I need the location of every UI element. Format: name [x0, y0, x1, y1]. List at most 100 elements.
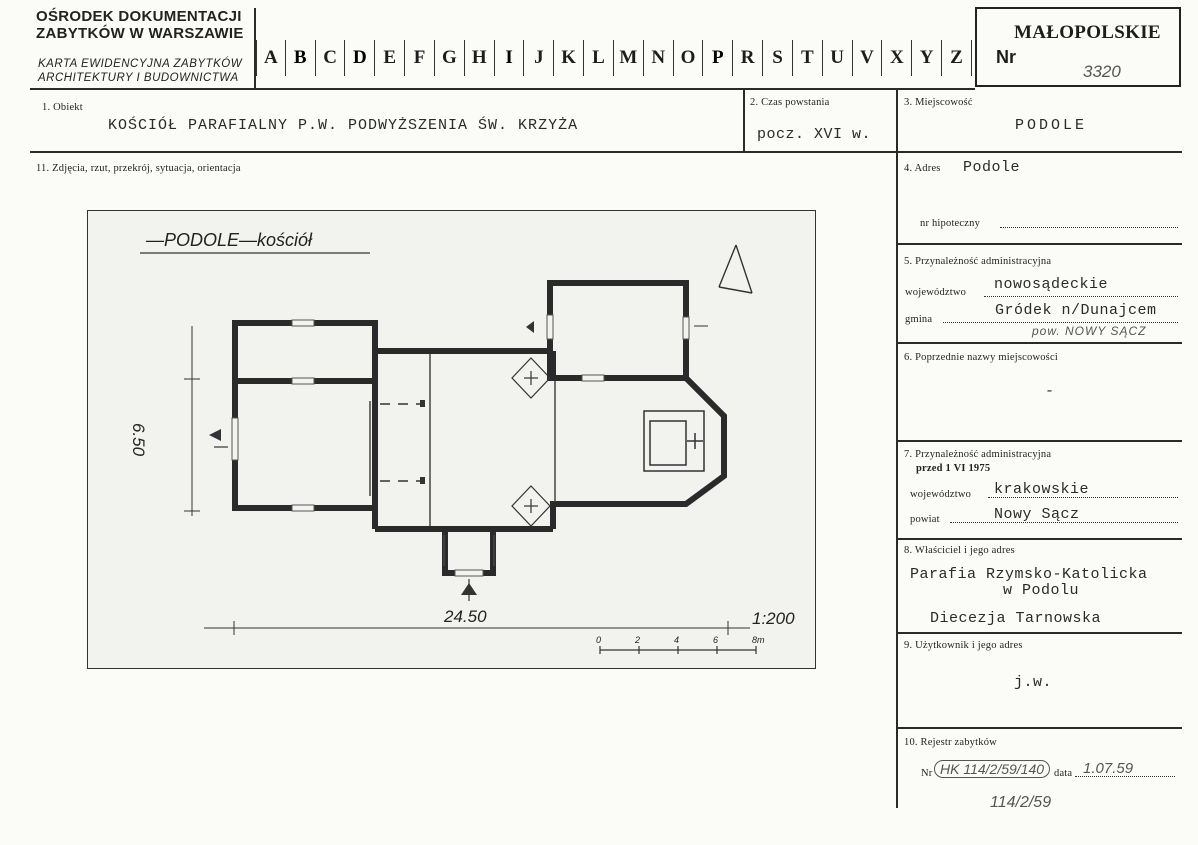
card-type-line2: ARCHITEKTURY I BUDOWNICTWA: [38, 72, 239, 84]
alphabet-letter-n: N: [644, 40, 674, 76]
field-wlasciciel-line2: w Podolu: [1003, 582, 1080, 599]
institution-name-line1: OŚRODEK DOKUMENTACJI: [36, 8, 242, 25]
region-nr-label: Nr: [996, 47, 1017, 67]
field-wlasciciel-line3: Diecezja Tarnowska: [930, 610, 1102, 627]
alphabet-letter-e: E: [375, 40, 406, 76]
divider: [30, 151, 1182, 153]
alphabet-letter-b: B: [286, 40, 316, 76]
field-rejestr-label: 10. Rejestr zabytków: [904, 737, 997, 748]
divider: [896, 440, 1182, 442]
divider: [743, 88, 745, 151]
alphabet-letter-a: A: [256, 40, 286, 76]
dotted-line: [1075, 776, 1175, 777]
alphabet-letter-l: L: [584, 40, 614, 76]
field-poprzednie-label: 6. Poprzednie nazwy miejscowości: [904, 352, 1058, 363]
field-wojewodztwo-label: województwo: [905, 287, 967, 298]
scale-tick-label: 8m: [752, 635, 765, 645]
divider: [896, 88, 898, 808]
alphabet-letter-t: T: [793, 40, 823, 76]
field-czas-value: pocz. XVI w.: [757, 126, 872, 143]
region-nr-value: 3320: [1083, 62, 1121, 81]
field-gmina-note: pow. NOWY SĄCZ: [1032, 324, 1147, 338]
field-miejscowosc-label: 3. Miejscowość: [904, 97, 973, 108]
field-gmina-value: Gródek n/Dunajcem: [995, 302, 1157, 319]
field-powiat-value: Nowy Sącz: [994, 506, 1080, 523]
region-name: MAŁOPOLSKIE: [1014, 22, 1161, 43]
field-rejestr-data-value: 1.07.59: [1083, 760, 1134, 777]
field-miejscowosc-value: PODOLE: [1015, 117, 1088, 134]
alphabet-letter-v: V: [853, 40, 883, 76]
width-dimension: 6.50: [129, 423, 148, 457]
alphabet-letter-c: C: [316, 40, 346, 76]
alphabet-letter-r: R: [733, 40, 764, 76]
dotted-line: [1000, 227, 1178, 228]
scale-tick-label: 6: [713, 635, 719, 645]
alphabet-letter-g: G: [435, 40, 465, 76]
dotted-line: [988, 497, 1178, 498]
field-poprzednie-value: -: [1045, 383, 1055, 400]
alphabet-letter-i: I: [495, 40, 525, 76]
alphabet-letter-s: S: [763, 40, 793, 76]
field-rejestr-data-label: data: [1054, 768, 1073, 779]
floor-plan-drawing: [140, 244, 757, 654]
field-wlasciciel-label: 8. Właściciel i jego adres: [904, 545, 1015, 556]
alphabet-letter-o: O: [674, 40, 704, 76]
alphabet-letter-f: F: [405, 40, 435, 76]
institution-name-line2: ZABYTKÓW W WARSZAWIE: [36, 25, 244, 42]
alphabet-letter-u: U: [823, 40, 853, 76]
field-obiekt-value: KOŚCIÓŁ PARAFIALNY P.W. PODWYŻSZENIA ŚW.…: [108, 117, 579, 134]
dotted-line: [943, 322, 1178, 323]
length-dimension: 24.50: [444, 607, 487, 626]
field-wojewodztwo-old-value: krakowskie: [994, 481, 1090, 498]
scale-tick-label: 4: [674, 635, 680, 645]
field-adres-label: 4. Adres: [904, 163, 941, 174]
divider: [896, 342, 1182, 344]
alphabet-letter-h: H: [465, 40, 495, 76]
alphabet-letter-p: P: [703, 40, 734, 76]
card-type-line1: KARTA EWIDENCYJNA ZABYTKÓW: [38, 58, 243, 70]
scale-tick-label: 2: [635, 635, 641, 645]
scale-tick-label: 0: [596, 635, 602, 645]
divider: [896, 243, 1182, 245]
field-hipoteczny-label: nr hipoteczny: [920, 218, 981, 229]
dotted-line: [950, 522, 1178, 523]
field-rejestr-nr-label: Nr: [921, 768, 933, 779]
alphabet-letter-m: M: [614, 40, 644, 76]
field-zdjecia-label: 11. Zdjęcia, rzut, przekrój, sytuacja, o…: [36, 163, 241, 174]
field-adres-value: Podole: [963, 159, 1021, 176]
field-przynaleznosc-old-label: 7. Przynależność administracyjna: [904, 449, 1052, 460]
plan-title: —PODOLE—kościół: [146, 230, 313, 250]
north-arrow-icon: [718, 244, 753, 294]
divider: [896, 727, 1182, 729]
divider: [896, 538, 1182, 540]
field-czas-label: 2. Czas powstania: [750, 97, 830, 108]
alphabet-letter-k: K: [554, 40, 585, 76]
field-obiekt-label: 1. Obiekt: [42, 102, 83, 113]
scale-label: 1:200: [752, 609, 795, 628]
field-wojewodztwo-value: nowosądeckie: [994, 276, 1109, 293]
alphabet-letter-y: Y: [912, 40, 943, 76]
alphabet-letter-z: Z: [942, 40, 972, 76]
floor-plan-photo: —PODOLE—kościół: [87, 210, 816, 669]
field-uzytkownik-label: 9. Użytkownik i jego adres: [904, 640, 1023, 651]
alphabet-letter-j: J: [524, 40, 555, 76]
region-box: [975, 7, 1181, 87]
field-wlasciciel-line1: Parafia Rzymsko-Katolicka: [910, 566, 1148, 583]
scale-bar: [599, 646, 757, 654]
field-uzytkownik-value: j.w.: [1014, 674, 1053, 691]
field-gmina-label: gmina: [905, 314, 933, 325]
divider: [30, 88, 975, 90]
alphabet-letter-d: D: [345, 40, 376, 76]
field-powiat-label: powiat: [910, 514, 940, 525]
field-wojewodztwo-old-label: województwo: [910, 489, 972, 500]
divider: [896, 632, 1182, 634]
alphabet-letter-x: X: [882, 40, 913, 76]
field-rejestr-note: 114/2/59: [990, 794, 1052, 811]
divider: [254, 8, 256, 88]
dotted-line: [984, 296, 1178, 297]
field-przynaleznosc-label: 5. Przynależność administracyjna: [904, 256, 1052, 267]
field-przed-label: przed 1 VI 1975: [916, 463, 991, 474]
field-rejestr-nr-value: HK 114/2/59/140: [934, 760, 1051, 778]
